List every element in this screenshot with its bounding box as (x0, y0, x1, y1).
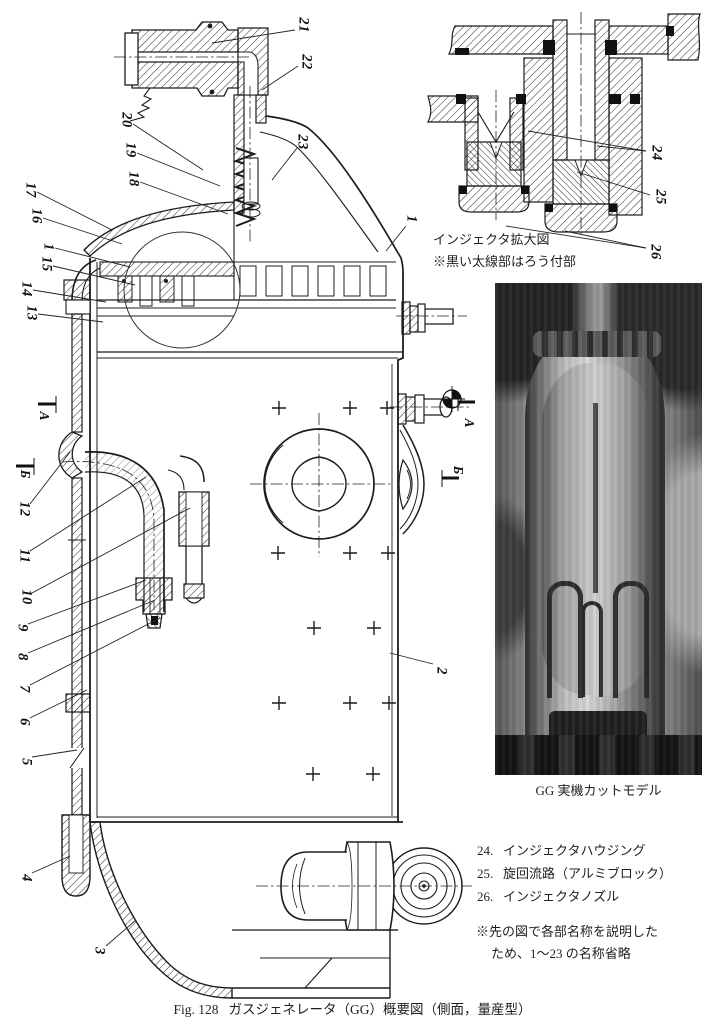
photo-grain-overlay (495, 283, 702, 775)
photo-center-tube (593, 403, 598, 593)
callout-24: 24 (648, 145, 665, 161)
callout-10: 10 (18, 589, 35, 605)
parts-list: 24. インジェクタハウジング 25. 旋回流路（アルミブロック） 26. イン… (477, 839, 672, 908)
detail-view-caption: インジェクタ拡大図 ※黒い太線部はろう付部 (433, 229, 576, 273)
callout-1: 1 (403, 215, 420, 223)
parts-list-item: 25. 旋回流路（アルミブロック） (477, 862, 672, 885)
detail-center-lines (495, 12, 582, 238)
callout-17: 17 (22, 182, 39, 198)
part-number: 24. (477, 843, 494, 858)
section-marker-A: A (37, 411, 52, 421)
callout-12: 12 (16, 501, 33, 517)
footnote-line1: ※先の図で各部名称を説明した (476, 924, 659, 939)
footnote: ※先の図で各部名称を説明した ため、1～23 の名称省略 (476, 921, 658, 965)
section-cut-marks (16, 386, 475, 487)
callout-8: 8 (14, 653, 31, 661)
figure-caption: Fig. 128 ガスジェネレータ（GG）概要図（側面，量産型） (0, 999, 705, 1021)
part-name: インジェクタハウジング (503, 843, 646, 858)
photo-feed-tube-right (613, 581, 649, 698)
callout-26: 26 (647, 244, 664, 260)
section-marker-Б: Б (451, 465, 466, 475)
figure-number: Fig. 128 (173, 1002, 219, 1017)
parts-list-item: 26. インジェクタノズル (477, 885, 672, 908)
callout-5: 5 (18, 758, 35, 766)
detail-view-note: ※黒い太線部はろう付部 (433, 254, 577, 269)
gg-weld-marks (271, 401, 396, 781)
callout-7: 7 (16, 685, 33, 693)
callout-14: 14 (18, 281, 35, 297)
callout-16: 16 (28, 208, 45, 224)
callout-20: 20 (118, 112, 135, 128)
callout-4: 4 (18, 874, 35, 882)
photo-flange-collar (533, 331, 661, 357)
photo-feed-tube-left (547, 581, 583, 698)
part-name: 旋回流路（アルミブロック） (503, 866, 672, 881)
callout-6: 6 (16, 718, 33, 726)
callout-22: 22 (298, 54, 315, 70)
callout-3: 3 (91, 947, 108, 955)
figure-title: ガスジェネレータ（GG）概要図（側面，量産型） (228, 1002, 532, 1017)
part-name: インジェクタノズル (503, 889, 620, 904)
callout-11: 11 (16, 548, 33, 564)
photo-caption: GG 実機カットモデル (535, 783, 662, 798)
callout-2: 2 (433, 667, 450, 675)
leader-lines-main (27, 29, 434, 947)
gg-feed-pipes (84, 451, 210, 629)
gg-cut-model-photo (495, 283, 702, 775)
callout-21: 21 (295, 17, 312, 33)
section-marker-Б: Б (18, 469, 33, 479)
callout-19: 19 (122, 142, 139, 158)
gg-injector-head (83, 201, 396, 349)
callout-25: 25 (652, 189, 669, 205)
section-marker-A: A (462, 418, 477, 428)
footnote-line2: ため、1～23 の名称省略 (491, 946, 631, 961)
leader-lines-detail (505, 130, 651, 249)
callout-9: 9 (14, 624, 31, 632)
callout-13: 13 (23, 305, 40, 321)
callout-18: 18 (125, 171, 142, 187)
photo-base-pedestal (495, 735, 702, 775)
callout-23: 23 (294, 134, 311, 150)
detail-view-title: インジェクタ拡大図 (433, 232, 550, 247)
callout-15: 15 (38, 256, 55, 272)
part-number: 26. (477, 889, 494, 904)
gg-vessel-shell (89, 258, 404, 823)
part-number: 25. (477, 866, 494, 881)
callout-1: 1 (40, 243, 57, 251)
gg-left-drain-line (58, 259, 101, 897)
gg-neck-and-bell (233, 94, 404, 273)
gg-top-inlet-fitting (124, 21, 269, 122)
photo-feed-tube-center (581, 601, 603, 697)
parts-list-item: 24. インジェクタハウジング (477, 839, 672, 862)
